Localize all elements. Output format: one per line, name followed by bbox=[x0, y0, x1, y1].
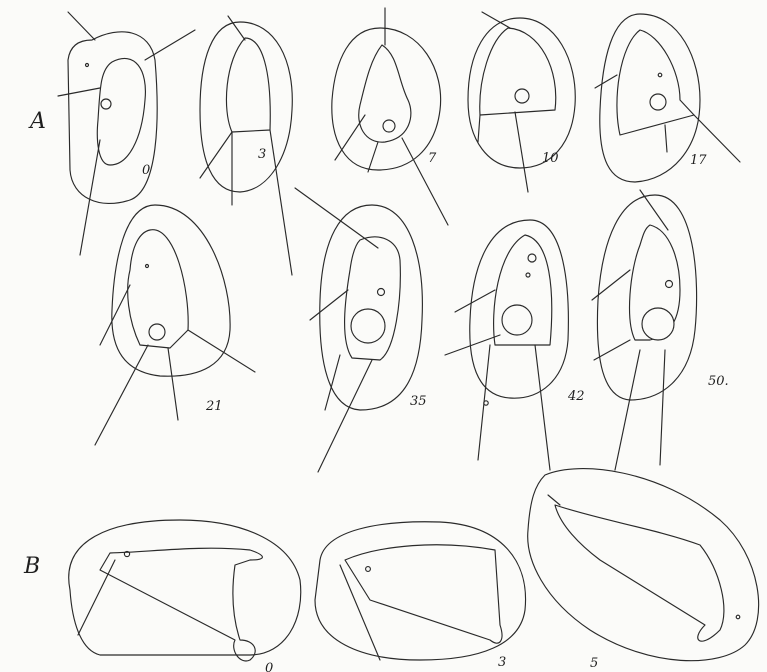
cell-diagram-a-10: 10 bbox=[468, 12, 575, 192]
stage-label-a-35: 35 bbox=[410, 394, 427, 409]
stage-label-b-0: 0 bbox=[265, 661, 273, 672]
cell-diagram-a-42: 42 bbox=[445, 220, 585, 470]
cell-diagram-b-0: 0 bbox=[69, 520, 301, 672]
stage-label-a-50: 50. bbox=[708, 374, 729, 389]
stage-label-b-5: 5 bbox=[590, 656, 598, 671]
cell-diagram-a-3: 3 bbox=[200, 16, 292, 275]
row-label-a: A bbox=[28, 109, 46, 134]
stage-label-a-42: 42 bbox=[567, 389, 585, 404]
cell-diagram-a-0: 0 bbox=[58, 12, 195, 255]
cell-diagram-a-7: 7 bbox=[332, 8, 448, 225]
cell-diagram-a-21: 21 bbox=[95, 205, 255, 445]
cell-diagram-b-3: 3 bbox=[315, 522, 526, 670]
cell-diagram-a-50: 50. bbox=[592, 190, 729, 470]
stage-label-a-3: 3 bbox=[258, 147, 266, 162]
stage-label-a-0: 0 bbox=[142, 163, 150, 178]
cell-diagram-b-5: 5 bbox=[528, 469, 759, 671]
stage-label-a-17: 17 bbox=[690, 153, 707, 168]
stage-label-a-21: 21 bbox=[205, 399, 223, 414]
row-label-b: B bbox=[23, 554, 40, 579]
cell-diagram-a-17: 17 bbox=[595, 14, 740, 182]
stage-label-a-7: 7 bbox=[428, 151, 437, 166]
stage-label-a-10: 10 bbox=[542, 151, 559, 166]
stage-label-b-3: 3 bbox=[498, 655, 506, 670]
cell-diagram-a-35: 35 bbox=[295, 188, 427, 472]
